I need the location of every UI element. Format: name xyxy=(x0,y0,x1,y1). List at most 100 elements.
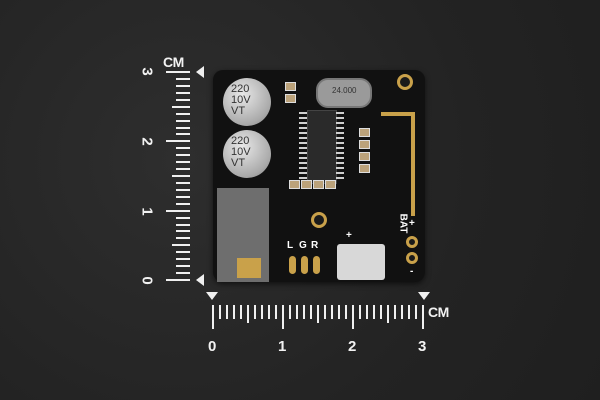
ruler-tick xyxy=(310,305,312,319)
vertical-ruler-label-0: 0 xyxy=(138,276,156,285)
ruler-tick xyxy=(219,305,221,319)
ruler-tick xyxy=(176,223,190,226)
ruler-tick xyxy=(176,202,190,205)
ruler-tick xyxy=(176,126,190,129)
ruler-tick xyxy=(166,140,190,143)
horizontal-ruler-marker-right xyxy=(418,292,430,300)
chip-pin xyxy=(299,172,307,174)
ruler-tick xyxy=(366,305,368,319)
ruler-tick xyxy=(172,244,190,247)
chip-pin xyxy=(336,147,344,149)
ruler-tick xyxy=(212,305,214,329)
ruler-tick xyxy=(394,305,396,319)
crystal-oscillator: 24.000 xyxy=(316,78,372,108)
smd-component xyxy=(285,94,296,103)
audio-jack-shield xyxy=(237,258,261,278)
chip-pin xyxy=(336,112,344,114)
chip-pin xyxy=(299,127,307,129)
ruler-tick xyxy=(373,305,375,319)
chip-pin xyxy=(336,137,344,139)
smd-capacitor xyxy=(289,180,300,189)
capacitor-2-value: 220 xyxy=(231,135,250,147)
ruler-tick xyxy=(166,71,190,74)
horizontal-ruler-label-3: 3 xyxy=(418,338,427,355)
vertical-ruler-unit: CM xyxy=(163,54,184,70)
ruler-tick xyxy=(261,305,263,319)
ruler-tick xyxy=(176,119,190,122)
ruler-tick xyxy=(380,305,382,319)
ruler-tick xyxy=(176,230,190,233)
audio-pin-label-g: G xyxy=(299,240,307,251)
ruler-tick xyxy=(247,305,249,323)
ruler-tick xyxy=(176,251,190,254)
ruler-tick xyxy=(176,168,190,171)
smd-resistor xyxy=(359,140,370,149)
ruler-tick xyxy=(387,305,389,323)
ruler-tick xyxy=(176,237,190,240)
smd-capacitor xyxy=(325,180,336,189)
chip-pin xyxy=(299,122,307,124)
bluetooth-chip xyxy=(307,110,337,184)
vertical-ruler-marker-top xyxy=(196,66,204,78)
ruler-tick xyxy=(401,305,403,319)
ruler-tick xyxy=(176,195,190,198)
chip-pin xyxy=(299,137,307,139)
ruler-tick xyxy=(176,161,190,164)
chip-pin xyxy=(336,172,344,174)
ruler-tick xyxy=(233,305,235,319)
ruler-tick xyxy=(176,181,190,184)
ruler-tick xyxy=(331,305,333,319)
chip-pin xyxy=(336,142,344,144)
smd-component xyxy=(285,82,296,91)
chip-pin xyxy=(336,117,344,119)
mounting-hole xyxy=(311,212,327,228)
ruler-tick xyxy=(303,305,305,319)
micro-usb-port xyxy=(337,244,385,280)
ruler-tick xyxy=(176,84,190,87)
battery-minus-label: - xyxy=(410,266,414,277)
ruler-tick xyxy=(176,91,190,94)
battery-plus-label: + xyxy=(409,218,415,229)
ruler-tick xyxy=(172,175,190,178)
chip-pin xyxy=(299,112,307,114)
ruler-tick xyxy=(415,305,417,319)
chip-pin xyxy=(299,157,307,159)
horizontal-ruler-label-0: 0 xyxy=(208,338,217,355)
ruler-tick xyxy=(324,305,326,319)
ruler-tick xyxy=(254,305,256,319)
chip-pin xyxy=(299,147,307,149)
audio-pin-label-l: L xyxy=(287,240,294,251)
smd-resistor xyxy=(359,164,370,173)
ruler-tick xyxy=(176,258,190,261)
ruler-tick xyxy=(275,305,277,319)
ruler-tick xyxy=(166,279,190,281)
ruler-tick xyxy=(226,305,228,319)
crystal-marking: 24.000 xyxy=(332,86,357,95)
ruler-tick xyxy=(317,305,319,323)
horizontal-ruler-unit: CM xyxy=(428,304,449,320)
ruler-tick xyxy=(296,305,298,319)
ruler-tick xyxy=(176,216,190,219)
mounting-hole xyxy=(397,74,413,90)
horizontal-ruler-label-1: 1 xyxy=(278,338,287,355)
audio-pad-r xyxy=(313,256,320,274)
vertical-ruler-label-3: 3 xyxy=(138,67,156,76)
ruler-tick xyxy=(176,272,190,275)
capacitor-1-voltage: 10V xyxy=(231,94,251,106)
pcb-antenna xyxy=(381,112,415,216)
ruler-tick xyxy=(268,305,270,319)
ruler-tick xyxy=(176,78,190,81)
ruler-tick xyxy=(408,305,410,319)
audio-jack xyxy=(217,188,269,282)
audio-pad-l xyxy=(289,256,296,274)
chip-pin xyxy=(336,152,344,154)
battery-label: BAT xyxy=(397,213,409,234)
smd-capacitor xyxy=(313,180,324,189)
chip-pin xyxy=(299,177,307,179)
smd-resistor xyxy=(359,128,370,137)
ruler-tick xyxy=(176,265,190,268)
usb-plus-label: + xyxy=(346,230,352,241)
ruler-tick xyxy=(282,305,284,329)
